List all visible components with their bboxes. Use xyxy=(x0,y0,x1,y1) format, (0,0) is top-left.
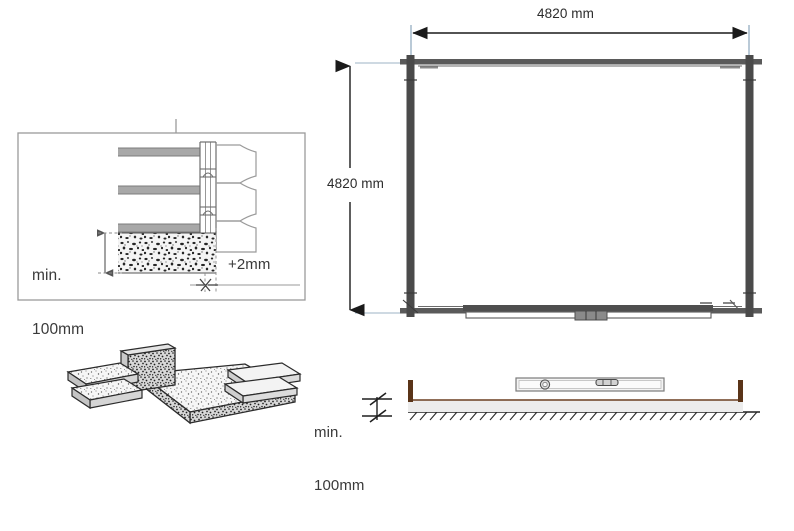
wall-base-detail-group xyxy=(17,119,306,301)
tolerance-dimension xyxy=(190,228,300,292)
level-min-height-line2: 100mm xyxy=(314,477,365,495)
min-height-dimension xyxy=(96,229,122,277)
plan-width-dimension-label: 4820 mm xyxy=(537,6,594,21)
plan-depth-dimension-label: 4820 mm xyxy=(327,176,384,191)
paving-slabs-illustration xyxy=(66,343,302,425)
wall-cladding-profile xyxy=(216,144,257,253)
drawing-graphics xyxy=(17,25,762,425)
gravel-base-bed xyxy=(118,232,216,274)
technical-drawing-canvas: min. 100mm +2mm 4820 mm 4820 mm min. 100… xyxy=(17,6,762,494)
spirit-level xyxy=(515,377,665,392)
level-min-height-line1: min. xyxy=(314,424,343,442)
spirit-level-foundation-group xyxy=(362,377,760,423)
detail-min-height-line1: min. xyxy=(32,266,62,284)
tolerance-label: +2mm xyxy=(228,256,271,273)
log-wall-beams xyxy=(118,147,200,233)
cabin-plan-view-group xyxy=(335,25,762,321)
door-threshold-detail xyxy=(402,299,742,321)
level-min-height-label: min. 100mm xyxy=(314,389,365,531)
detail-min-height-label: min. 100mm xyxy=(32,230,84,376)
ground-hatching xyxy=(409,411,758,421)
detail-min-height-line2: 100mm xyxy=(32,321,85,339)
level-min-height-marker xyxy=(362,392,392,423)
